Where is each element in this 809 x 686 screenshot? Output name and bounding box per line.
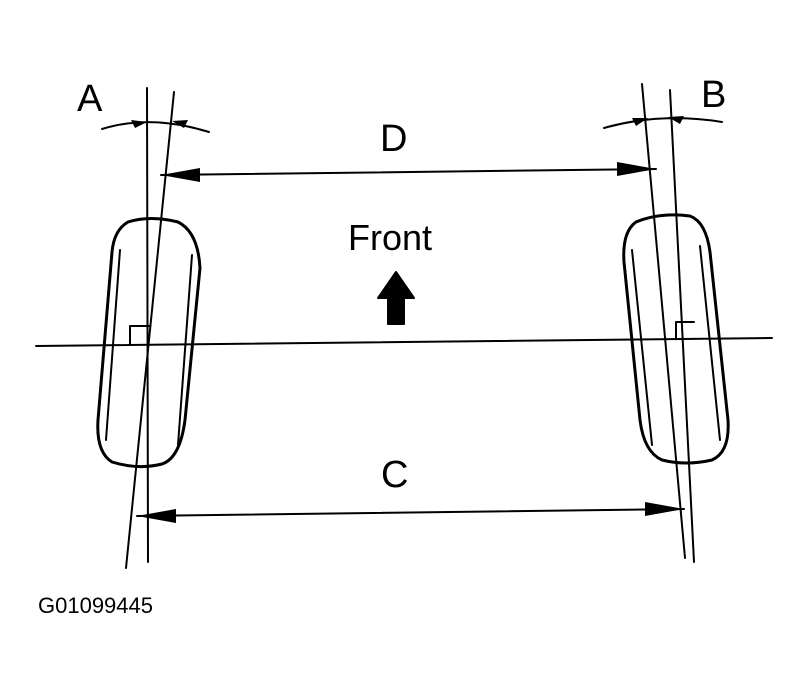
dimension-d-arrow-right <box>617 162 656 176</box>
right-vertical-reference-line <box>669 89 695 563</box>
angle-b-arrowhead-right <box>668 116 684 124</box>
angle-a-arrowhead-left <box>131 120 147 128</box>
figure-code: G01099445 <box>38 593 153 618</box>
dimension-c-arrow-right <box>645 502 684 516</box>
left-wheel-plane-line <box>125 91 175 569</box>
dimension-c-line <box>136 508 685 517</box>
label-c: C <box>381 454 408 496</box>
label-b: B <box>701 74 726 116</box>
right-wheel-plane-line <box>641 83 686 559</box>
dimension-c-arrow-left <box>137 509 176 523</box>
front-arrow-icon <box>377 271 415 325</box>
right-wheel <box>622 213 730 465</box>
left-tread-line-inner <box>177 254 193 446</box>
right-tread-line-outer <box>631 249 653 446</box>
right-tire-outline <box>622 213 730 465</box>
dimension-d-line <box>160 168 657 176</box>
label-d: D <box>380 118 407 160</box>
angle-a-arrowhead-right <box>172 120 188 128</box>
angle-a-arc <box>101 121 210 133</box>
left-right-angle-marker <box>129 325 150 345</box>
axle-centerline <box>35 337 773 347</box>
left-wheel <box>96 217 202 469</box>
angle-b-arc <box>603 117 723 129</box>
left-tire-outline <box>96 217 202 469</box>
left-vertical-reference-line <box>146 87 149 563</box>
right-tread-line-inner <box>699 245 721 441</box>
label-front: Front <box>348 217 432 258</box>
right-right-angle-marker <box>675 321 695 339</box>
dimension-d-arrow-left <box>161 168 200 182</box>
left-tread-line-outer <box>105 249 121 441</box>
label-a: A <box>77 78 103 120</box>
angle-b-arrowhead-left <box>632 118 648 126</box>
